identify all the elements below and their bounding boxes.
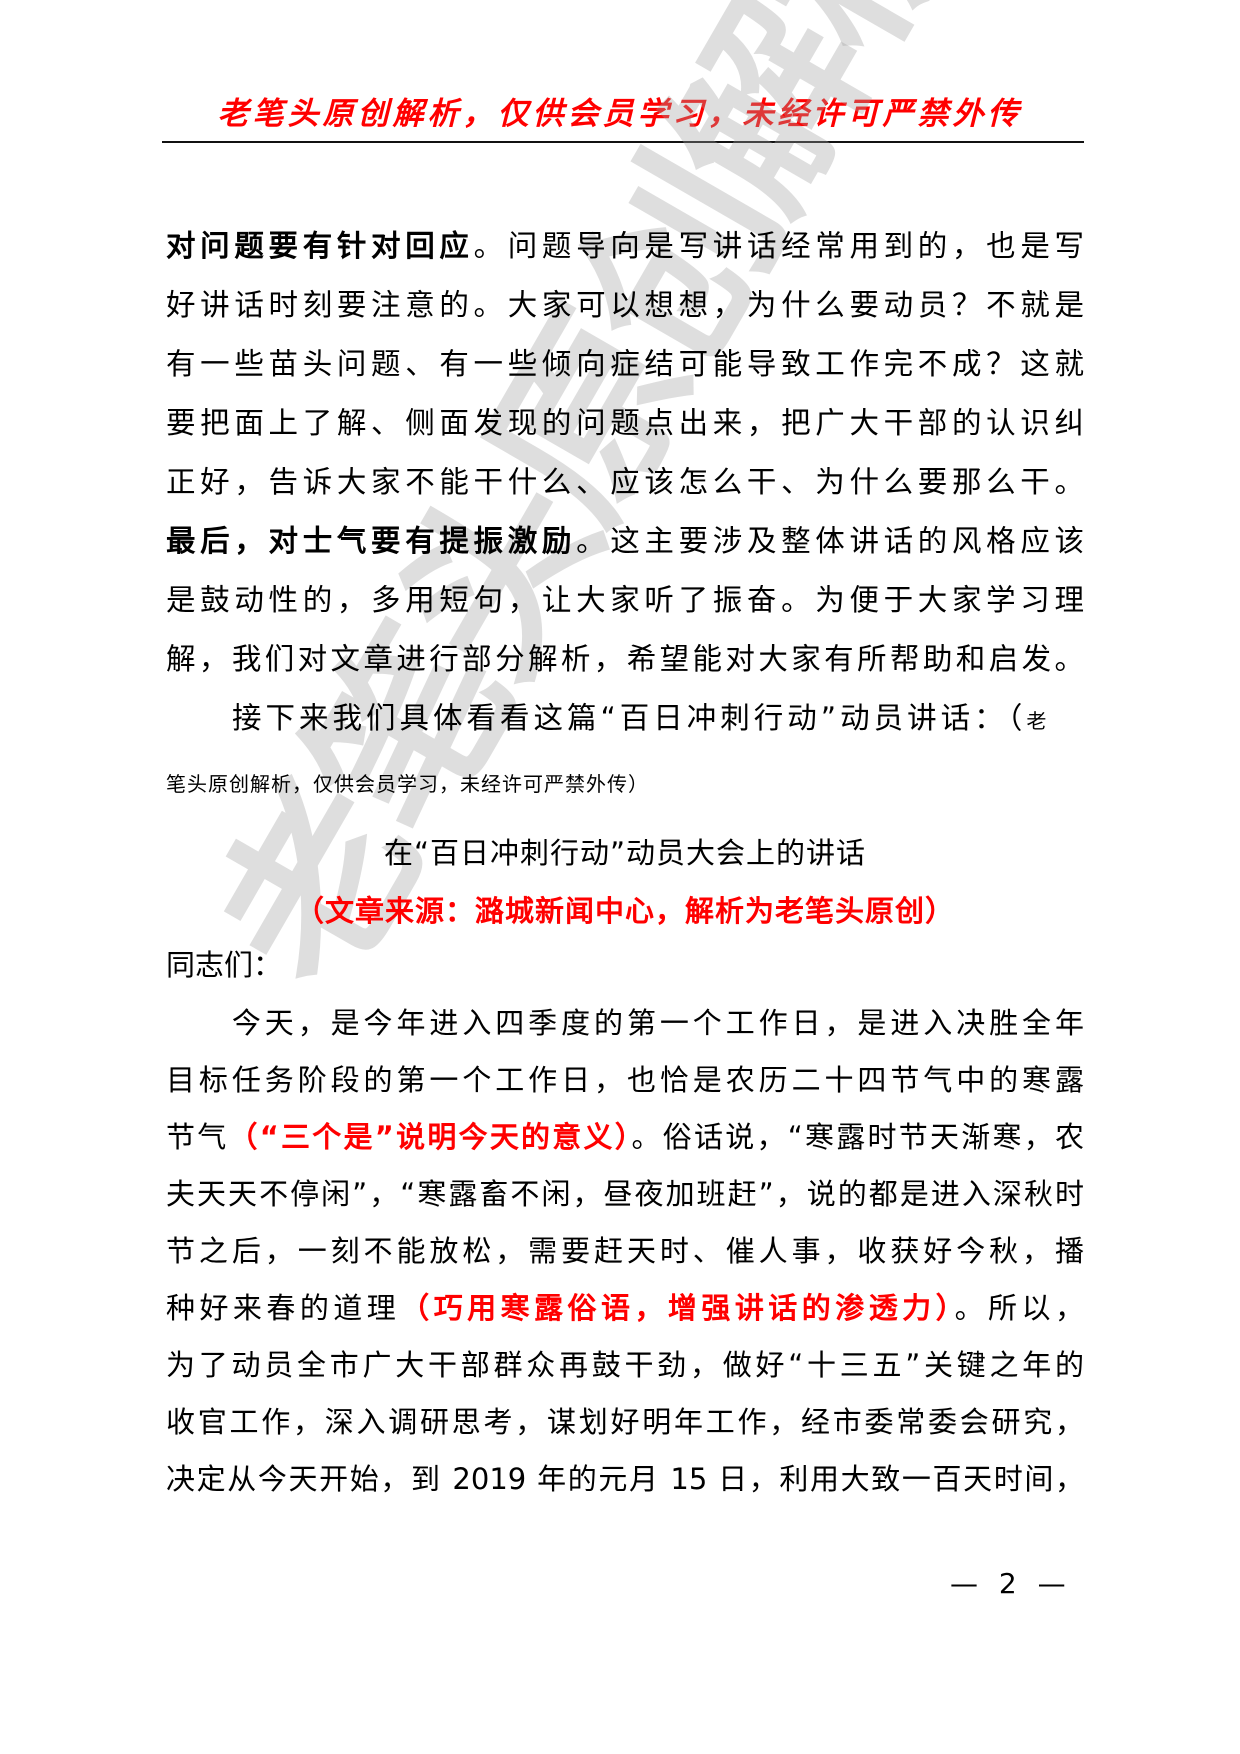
analysis-line: 对问题要有针对回应。问题导向是写讲话经常用到的，也是写 (166, 229, 1084, 263)
speech-line: 决定从今天开始，到 2019 年的元月 15 日，利用大致一百天时间， (166, 1462, 1084, 1496)
speech-line: 节之后，一刻不能放松，需要赶天时、催人事，收获好今秋，播 (166, 1234, 1084, 1268)
analysis-line: 最后，对士气要有提振激励。这主要涉及整体讲话的风格应该 (166, 524, 1084, 558)
page-number: — 2 — (950, 1567, 1072, 1600)
speech-title: 在“百日冲刺行动”动员大会上的讲话 (383, 836, 867, 870)
analysis-line: 是鼓动性的，多用短句，让大家听了振奋。为便于大家学习理 (166, 583, 1084, 617)
speech-line: 今天，是今年进入四季度的第一个工作日，是进入决胜全年 (166, 1006, 1084, 1040)
speech-line: 为了动员全市广大干部群众再鼓干劲，做好“十三五”关键之年的 (166, 1348, 1084, 1382)
analysis-line: 好讲话时刻要注意的。大家可以想想，为什么要动员？不就是 (166, 288, 1084, 322)
analysis-note: （“三个是”说明今天的意义） (228, 1120, 632, 1154)
intro-line-cont: 笔头原创解析，仅供会员学习，未经许可严禁外传） (166, 772, 649, 796)
watermark-text: 老笔头原创解析 (176, 0, 1000, 1023)
analysis-line: 正好，告诉大家不能干什么、应该怎么干、为什么要那么干。 (166, 465, 1084, 499)
speech-line: 节气（“三个是”说明今天的意义）。俗话说，“寒露时节天渐寒，农 (166, 1120, 1084, 1154)
header-banner: 老笔头原创解析，仅供会员学习，未经许可严禁外传 (217, 96, 1023, 132)
speech-source: （文章来源：潞城新闻中心，解析为老笔头原创） (294, 894, 955, 928)
speech-line: 收官工作，深入调研思考，谋划好明年工作，经市委常委会研究， (166, 1405, 1084, 1439)
analysis-line: 要把面上了解、侧面发现的问题点出来，把广大干部的认识纠 (166, 406, 1084, 440)
speech-line: 目标任务阶段的第一个工作日，也恰是农历二十四节气中的寒露 (166, 1063, 1084, 1097)
speech-line: 夫天天不停闲”，“寒露畜不闲，昼夜加班赶”，说的都是进入深秋时 (166, 1177, 1084, 1211)
salutation: 同志们： (166, 948, 283, 982)
speech-line: 种好来春的道理（巧用寒露俗语，增强讲话的渗透力）。所以， (166, 1291, 1084, 1325)
analysis-note: （巧用寒露俗语，增强讲话的渗透力） (400, 1291, 955, 1325)
analysis-line: 有一些苗头问题、有一些倾向症结可能导致工作完不成？这就 (166, 347, 1084, 381)
header-divider (162, 141, 1084, 143)
bold-lead: 对问题要有针对回应 (166, 230, 474, 263)
bold-lead: 最后，对士气要有提振激励 (166, 525, 577, 558)
intro-line: 接下来我们具体看看这篇“百日冲刺行动”动员讲话：（老 (232, 701, 1048, 735)
analysis-line: 解，我们对文章进行部分解析，希望能对大家有所帮助和启发。 (166, 642, 1084, 676)
